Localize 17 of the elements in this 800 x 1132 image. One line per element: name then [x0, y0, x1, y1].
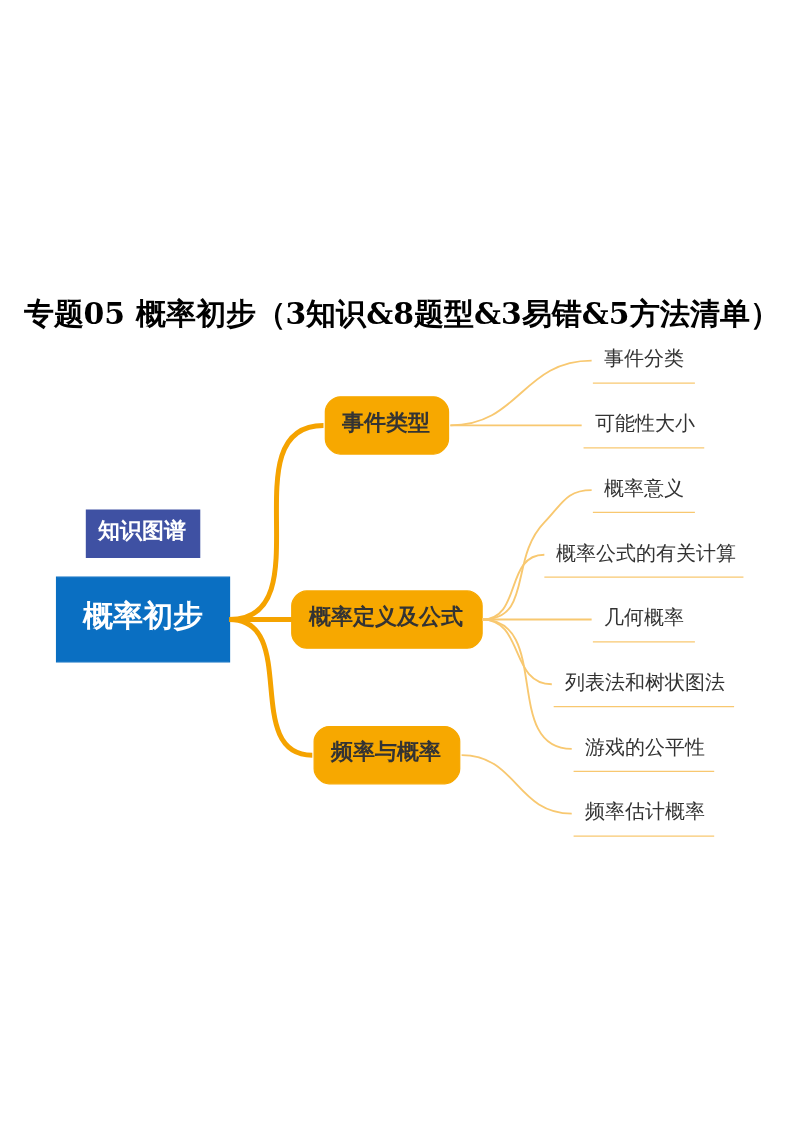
node-text: 几何概率 — [604, 606, 685, 630]
connector — [481, 618, 573, 750]
node-text: 游戏的公平性 — [584, 735, 705, 759]
node-text: 概率公式的有关计算 — [555, 541, 736, 565]
node-text: 列表法和树状图法 — [564, 670, 725, 694]
connector — [229, 617, 313, 758]
node-text: 概率意义 — [604, 476, 685, 500]
connector — [481, 618, 553, 686]
connector — [449, 359, 593, 427]
node-text: 频率估计概率 — [584, 800, 705, 824]
connector — [481, 553, 546, 621]
diagram-title: 专题05 概率初步（3知识&8题型&3易错&5方法清单） — [23, 295, 780, 331]
node-text: 事件分类 — [604, 347, 685, 371]
connector — [481, 489, 593, 621]
connector — [460, 754, 573, 815]
node-text: 可能性大小 — [594, 412, 695, 436]
connector — [449, 424, 583, 427]
